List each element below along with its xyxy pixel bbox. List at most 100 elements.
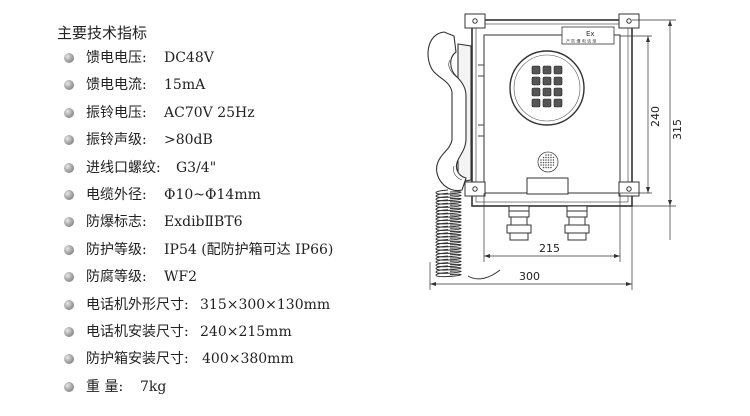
grille-hole	[545, 156, 547, 159]
cord-coil-loop	[435, 209, 462, 215]
grille-hole	[552, 156, 555, 159]
keypad-key	[531, 87, 541, 97]
spec-value: Φ10~Φ14mm	[164, 186, 261, 203]
grille-hole	[550, 166, 552, 169]
cord-coil-loop	[435, 268, 462, 274]
spec-label: 电话机安装尺寸:	[86, 323, 189, 340]
keypad-key	[542, 65, 552, 75]
keypad-key	[553, 98, 563, 108]
grille-hole	[547, 166, 550, 169]
keypad-key	[542, 98, 552, 108]
spec-value: ExdibⅡBT6	[164, 214, 243, 231]
spec-label: 电缆外径:	[86, 186, 147, 203]
bullet-icon	[64, 162, 74, 173]
spec-value: 240×215mm	[200, 323, 292, 340]
grille-hole	[542, 161, 545, 164]
keypad-key	[553, 76, 563, 86]
housing-body	[471, 19, 633, 207]
cord-coil-loop	[435, 212, 462, 218]
cord-coil-loop	[435, 206, 462, 212]
spec-value: 315×300×130mm	[200, 296, 331, 313]
bullet-icon	[64, 244, 74, 255]
keypad	[509, 50, 585, 126]
grille-hole	[552, 164, 555, 166]
grille-hole	[540, 164, 542, 166]
cord-coil-loop	[435, 202, 462, 208]
grille-hole	[552, 159, 555, 161]
name-plate	[526, 177, 569, 195]
grille-hole	[540, 161, 542, 164]
cord-coil-loop	[435, 235, 462, 241]
spec-value: 400×380mm	[202, 351, 294, 368]
bullet-icon	[64, 80, 74, 91]
coiled-cord	[435, 189, 462, 278]
bullet-icon	[64, 135, 74, 146]
spec-value: AC70V 25Hz	[164, 104, 255, 121]
spec-label: 馈电电压:	[86, 50, 147, 66]
grille-hole	[547, 154, 550, 156]
mounting-tabs	[464, 13, 640, 197]
spec-label: 电话机外形尺寸:	[86, 296, 189, 313]
ex-label-plate: Ex 产 防 爆 电 话 型	[561, 26, 615, 45]
grille-hole	[550, 161, 552, 164]
keypad-key	[531, 76, 541, 86]
cord-coil-loop	[435, 242, 462, 248]
plate-text: 产 防 爆 电 话 型	[566, 38, 596, 44]
spec-label: 防护箱安装尺寸:	[86, 351, 189, 368]
bullet-icon	[64, 381, 74, 392]
grille-hole	[550, 164, 552, 166]
keypad-key	[531, 98, 541, 108]
grille-hole	[547, 156, 550, 159]
cord-coil-loop	[435, 199, 462, 205]
spec-label: 防护等级:	[86, 241, 147, 258]
spec-value: 15mA	[164, 77, 206, 94]
cord-coil-loop	[435, 258, 462, 264]
bullet-icon	[64, 299, 74, 310]
keypad-key	[553, 65, 563, 75]
handset	[427, 31, 472, 192]
cable-glands	[506, 205, 590, 241]
cord-coil-loop	[435, 219, 462, 225]
dim-total-height: 315	[671, 119, 684, 140]
grille-hole	[542, 156, 545, 159]
spec-value: 7kg	[140, 378, 167, 395]
bullet-icon	[64, 354, 74, 365]
keypad-key	[531, 65, 541, 75]
spec-label: 重 量:	[86, 378, 124, 395]
spec-value: G3/4"	[176, 159, 217, 176]
grille-hole	[542, 159, 545, 161]
cord-coil-loop	[435, 248, 462, 255]
cord-coil-loop	[435, 265, 462, 271]
dim-mount-width: 215	[539, 242, 560, 255]
cord-coil-loop	[435, 189, 462, 195]
cord-coil-loop	[435, 192, 462, 198]
grille-hole	[547, 164, 550, 166]
grille-hole	[545, 161, 547, 164]
cord-coil-loop	[435, 232, 462, 238]
spec-value: >80dB	[164, 132, 213, 149]
keypad-key	[542, 76, 552, 86]
spec-label: 进线口螺纹:	[86, 159, 161, 176]
grille-hole	[540, 159, 542, 161]
speaker-grille	[537, 151, 559, 173]
dimension-lines	[429, 19, 676, 290]
grille-hole	[550, 159, 552, 161]
bullet-icon	[64, 272, 74, 283]
grille-hole	[545, 154, 547, 156]
spec-label: 防爆标志:	[86, 214, 147, 231]
spec-label: 防腐等级:	[86, 269, 147, 286]
grille-hole	[542, 166, 545, 169]
cord-coil-loop	[435, 252, 462, 258]
cord-coil-loop	[435, 225, 462, 231]
ex-mark: Ex	[586, 30, 595, 38]
dimension-arrows	[430, 20, 672, 286]
keypad-key	[553, 87, 563, 97]
spec-title: 主要技术指标	[57, 24, 148, 42]
cord-coil-loop	[435, 196, 462, 202]
grille-hole	[547, 161, 550, 164]
cord-coil-loop	[435, 272, 462, 278]
bullet-icon	[64, 107, 74, 118]
spec-label: 馈电电流:	[86, 77, 147, 94]
bullet-icon	[64, 189, 74, 200]
